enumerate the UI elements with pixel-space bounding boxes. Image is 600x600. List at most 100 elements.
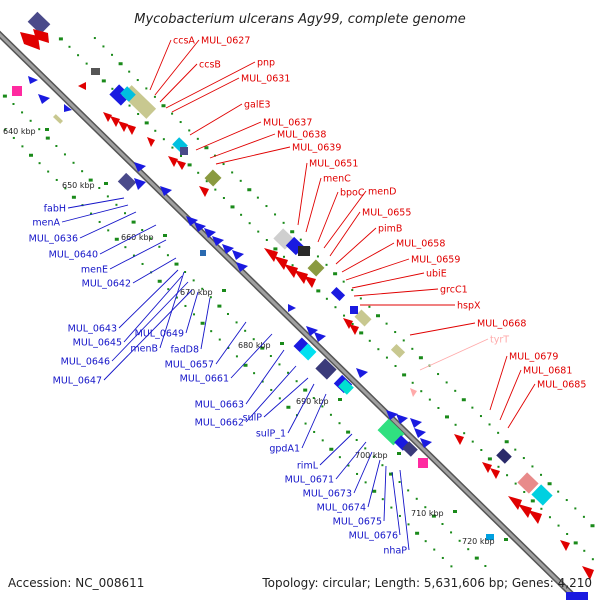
track-tick: [282, 255, 285, 258]
gene-label[interactable]: MUL_0636: [29, 234, 78, 245]
track-tick: [356, 472, 359, 475]
gene-arrow: [518, 504, 532, 518]
track-tick: [418, 356, 423, 360]
gene-arrow: [560, 540, 570, 551]
track-tick: [274, 213, 277, 216]
gene-label[interactable]: MUL_0676: [349, 531, 398, 542]
gene-label[interactable]: menA: [32, 218, 60, 229]
track-tick: [540, 507, 543, 510]
gene-label[interactable]: sulP_1: [256, 429, 286, 440]
gene-label[interactable]: nhaP: [383, 546, 407, 557]
gene-label[interactable]: MUL_0663: [195, 400, 244, 411]
gene-label[interactable]: tyrT: [490, 335, 509, 346]
track-tick: [484, 565, 487, 567]
gene-label[interactable]: MUL_0642: [82, 279, 131, 290]
gene-label[interactable]: MUL_0651: [309, 159, 358, 170]
gene-label[interactable]: MUL_0662: [195, 418, 244, 429]
gene-arrow: [134, 178, 146, 190]
track-tick: [394, 365, 397, 367]
gene-label[interactable]: MUL_0679: [509, 352, 558, 363]
gene-label[interactable]: MUL_0659: [411, 255, 460, 266]
track-tick: [450, 531, 453, 534]
track-tick: [247, 188, 252, 192]
track-tick: [411, 347, 414, 350]
track-tick: [55, 145, 58, 147]
gene-label[interactable]: MUL_0655: [362, 208, 411, 219]
gene-label[interactable]: MUL_0668: [477, 319, 526, 330]
track-tick: [243, 363, 248, 367]
scale-tick: [338, 398, 342, 401]
gene-label[interactable]: menB: [130, 344, 158, 355]
scale-label: 710 kbp: [411, 509, 444, 518]
gene-label[interactable]: MUL_0649: [135, 329, 184, 340]
gene-arrow: [264, 248, 278, 262]
gene-leader-line: [399, 469, 410, 551]
gene-label[interactable]: MUL_0673: [303, 489, 352, 500]
gene-arrow: [20, 32, 40, 50]
gene-box: [354, 309, 372, 327]
track-tick: [261, 380, 264, 383]
gene-arrow: [64, 104, 72, 112]
gene-label[interactable]: MUL_0645: [73, 338, 122, 349]
track-tick: [295, 380, 298, 383]
gene-label[interactable]: MUL_0631: [241, 74, 290, 85]
track-tick: [506, 474, 509, 477]
gene-label[interactable]: MUL_0658: [396, 239, 445, 250]
gene-label[interactable]: MUL_0675: [333, 517, 382, 528]
track-tick: [209, 296, 212, 299]
gene-label[interactable]: bpoC: [340, 188, 365, 199]
gene-box: [120, 86, 136, 102]
gene-label[interactable]: rimL: [297, 461, 319, 472]
track-tick: [273, 247, 278, 251]
gene-label[interactable]: hspX: [457, 301, 481, 312]
gene-label[interactable]: MUL_0640: [49, 250, 98, 261]
gene-arrow: [528, 510, 542, 524]
gene-arrow: [582, 566, 594, 580]
gene-label[interactable]: ccsA: [173, 36, 195, 47]
gene-label[interactable]: pimB: [378, 224, 402, 235]
gene-label[interactable]: MUL_0638: [277, 130, 326, 141]
gene-label[interactable]: galE3: [244, 100, 271, 111]
gene-label[interactable]: menE: [81, 265, 108, 276]
gene-label[interactable]: menC: [323, 174, 351, 185]
gene-label[interactable]: MUL_0671: [285, 475, 334, 486]
gene-leader-line: [118, 269, 179, 329]
gene-label[interactable]: menD: [368, 187, 396, 198]
track-tick: [364, 481, 367, 484]
gene-label[interactable]: pnp: [257, 58, 275, 69]
track-tick: [573, 541, 578, 545]
track-tick: [136, 79, 139, 82]
gene-arrow: [110, 116, 120, 127]
track-tick: [411, 381, 414, 384]
gene-label[interactable]: MUL_0674: [317, 503, 366, 514]
scale-tick: [45, 128, 49, 131]
gene-label[interactable]: ubiE: [426, 269, 447, 280]
gene-label[interactable]: MUL_0661: [180, 374, 229, 385]
gene-label[interactable]: MUL_0647: [53, 376, 102, 387]
track-tick: [115, 203, 118, 206]
gene-label[interactable]: MUL_0643: [68, 324, 117, 335]
track-tick: [325, 297, 328, 300]
gene-arrow: [199, 186, 209, 197]
scale-tick: [222, 289, 226, 292]
gene-leader-line: [383, 465, 387, 522]
gene-label[interactable]: grcC1: [440, 285, 468, 296]
gene-label[interactable]: MUL_0639: [292, 143, 341, 154]
gene-label[interactable]: sulP: [243, 413, 263, 424]
gene-label[interactable]: MUL_0657: [165, 360, 214, 371]
gene-label[interactable]: MUL_0637: [263, 118, 312, 129]
gene-label[interactable]: ccsB: [199, 60, 221, 71]
gene-label[interactable]: MUL_0627: [201, 36, 250, 47]
gene-label[interactable]: MUL_0685: [537, 380, 586, 391]
gene-label[interactable]: MUL_0681: [523, 366, 572, 377]
gene-leader-line: [103, 289, 193, 381]
track-tick: [167, 288, 170, 291]
gene-arrow: [274, 256, 288, 270]
gene-leader-line: [489, 355, 508, 411]
gene-label[interactable]: fadD8: [170, 345, 199, 356]
track-tick: [428, 398, 431, 401]
gene-label[interactable]: MUL_0646: [61, 357, 110, 368]
track-tick: [467, 548, 470, 551]
gene-label[interactable]: fabH: [44, 204, 66, 215]
gene-label[interactable]: gpdA1: [269, 444, 300, 455]
